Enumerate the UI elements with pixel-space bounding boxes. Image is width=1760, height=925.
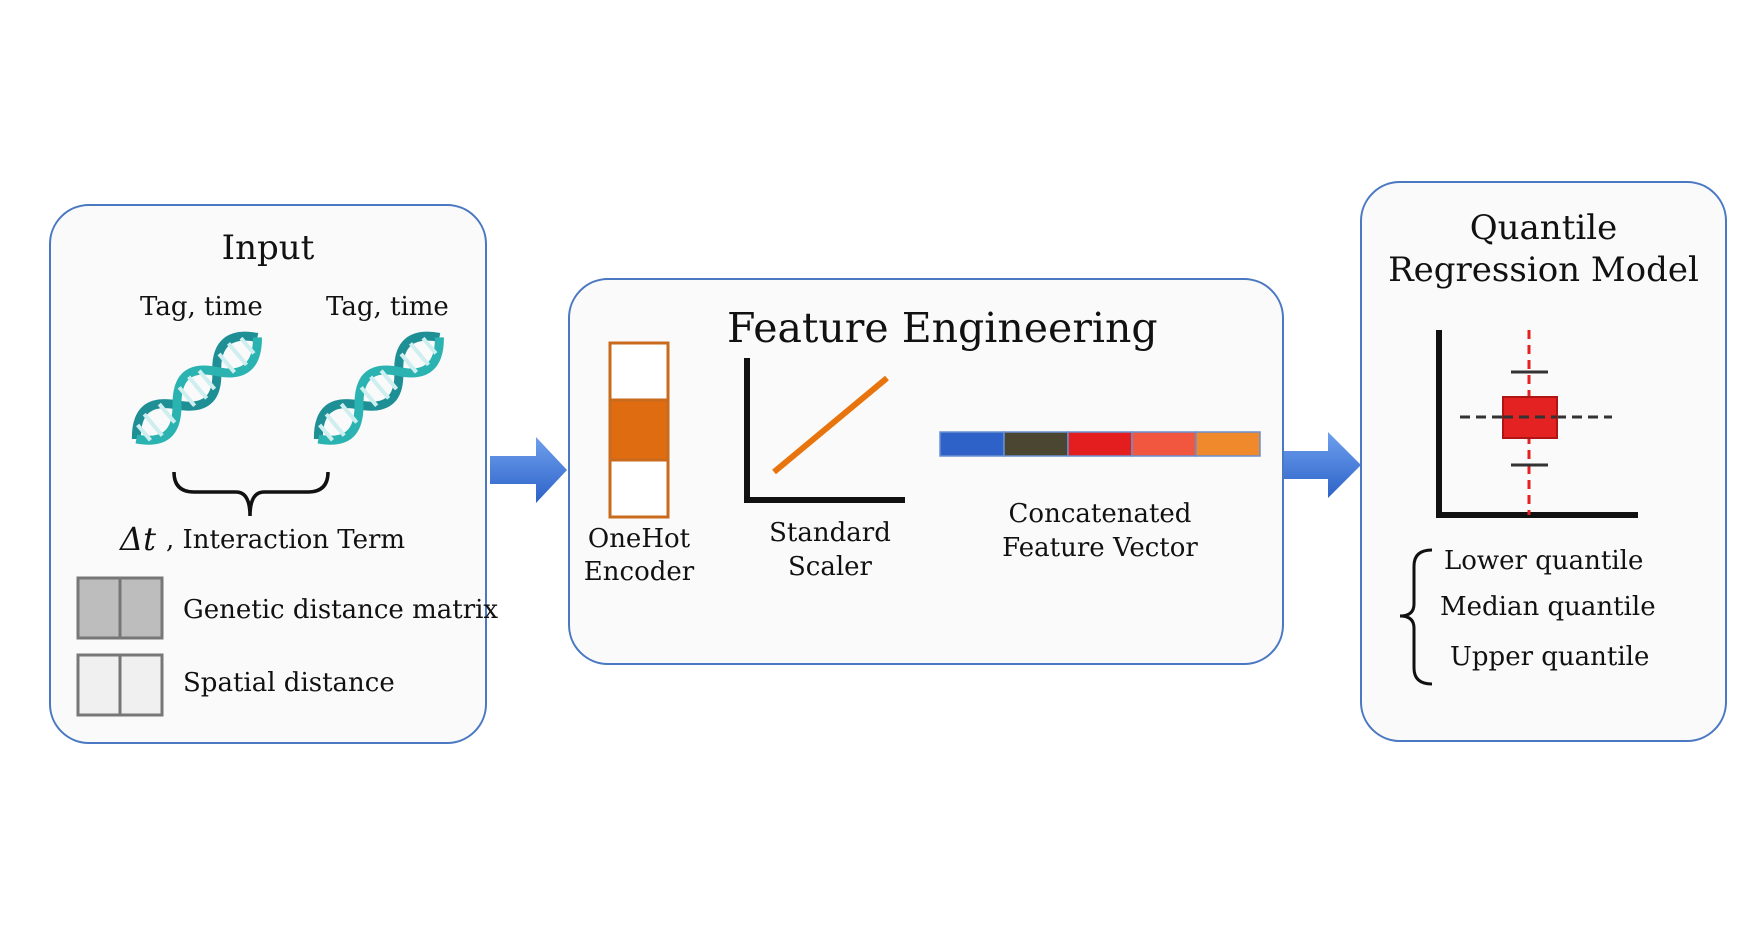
feature-engineering-title: Feature Engineering — [727, 304, 1158, 352]
quantile-regression-panel — [1360, 181, 1727, 742]
input-title: Input — [221, 228, 315, 268]
interaction-term-label: , Interaction Term — [166, 525, 406, 555]
lower-quantile-label: Lower quantile — [1444, 546, 1644, 576]
scaler-label-line2: Scaler — [787, 552, 872, 582]
arrow-icon-2 — [1282, 432, 1361, 498]
median-quantile-label: Median quantile — [1440, 592, 1656, 622]
feature-vector-segment — [1195, 431, 1261, 457]
model-title-line1: Quantile — [1469, 208, 1618, 248]
concat-label-line1: Concatenated — [1008, 499, 1192, 529]
onehot-label-line2: Encoder — [583, 557, 695, 587]
scaler-label: Standard Scaler — [760, 516, 900, 584]
delta-t-symbol: Δt — [120, 520, 156, 558]
model-title-line2: Regression Model — [1388, 250, 1699, 290]
genetic-distance-label: Genetic distance matrix — [183, 595, 499, 625]
dna-icon-left — [131, 331, 262, 445]
dna-icon-right — [313, 331, 444, 445]
tag-time-right: Tag, time — [326, 292, 449, 322]
scaler-label-line1: Standard — [769, 518, 891, 548]
feature-vector-segment — [1131, 431, 1197, 457]
spatial-distance-label: Spatial distance — [183, 668, 395, 698]
model-title: Quantile Regression Model — [1360, 207, 1727, 291]
quantile-brace — [1399, 548, 1433, 686]
onehot-label: OneHot Encoder — [579, 523, 699, 589]
concat-label-line2: Feature Vector — [1002, 533, 1198, 563]
feature-vector-segment — [1003, 431, 1069, 457]
spatial-matrix-icon — [76, 653, 164, 717]
concat-label: Concatenated Feature Vector — [990, 497, 1210, 565]
onehot-encoder-icon — [608, 341, 670, 519]
interaction-brace — [172, 471, 330, 517]
tag-time-left: Tag, time — [140, 292, 263, 322]
feature-engineering-panel — [568, 278, 1284, 665]
arrow-icon-1 — [490, 437, 567, 503]
standard-scaler-icon — [744, 358, 905, 503]
boxplot-icon — [1436, 330, 1638, 518]
onehot-label-line1: OneHot — [587, 524, 691, 554]
feature-vector-bar — [939, 431, 1261, 457]
upper-quantile-label: Upper quantile — [1450, 642, 1650, 672]
genetic-matrix-icon — [76, 576, 164, 640]
